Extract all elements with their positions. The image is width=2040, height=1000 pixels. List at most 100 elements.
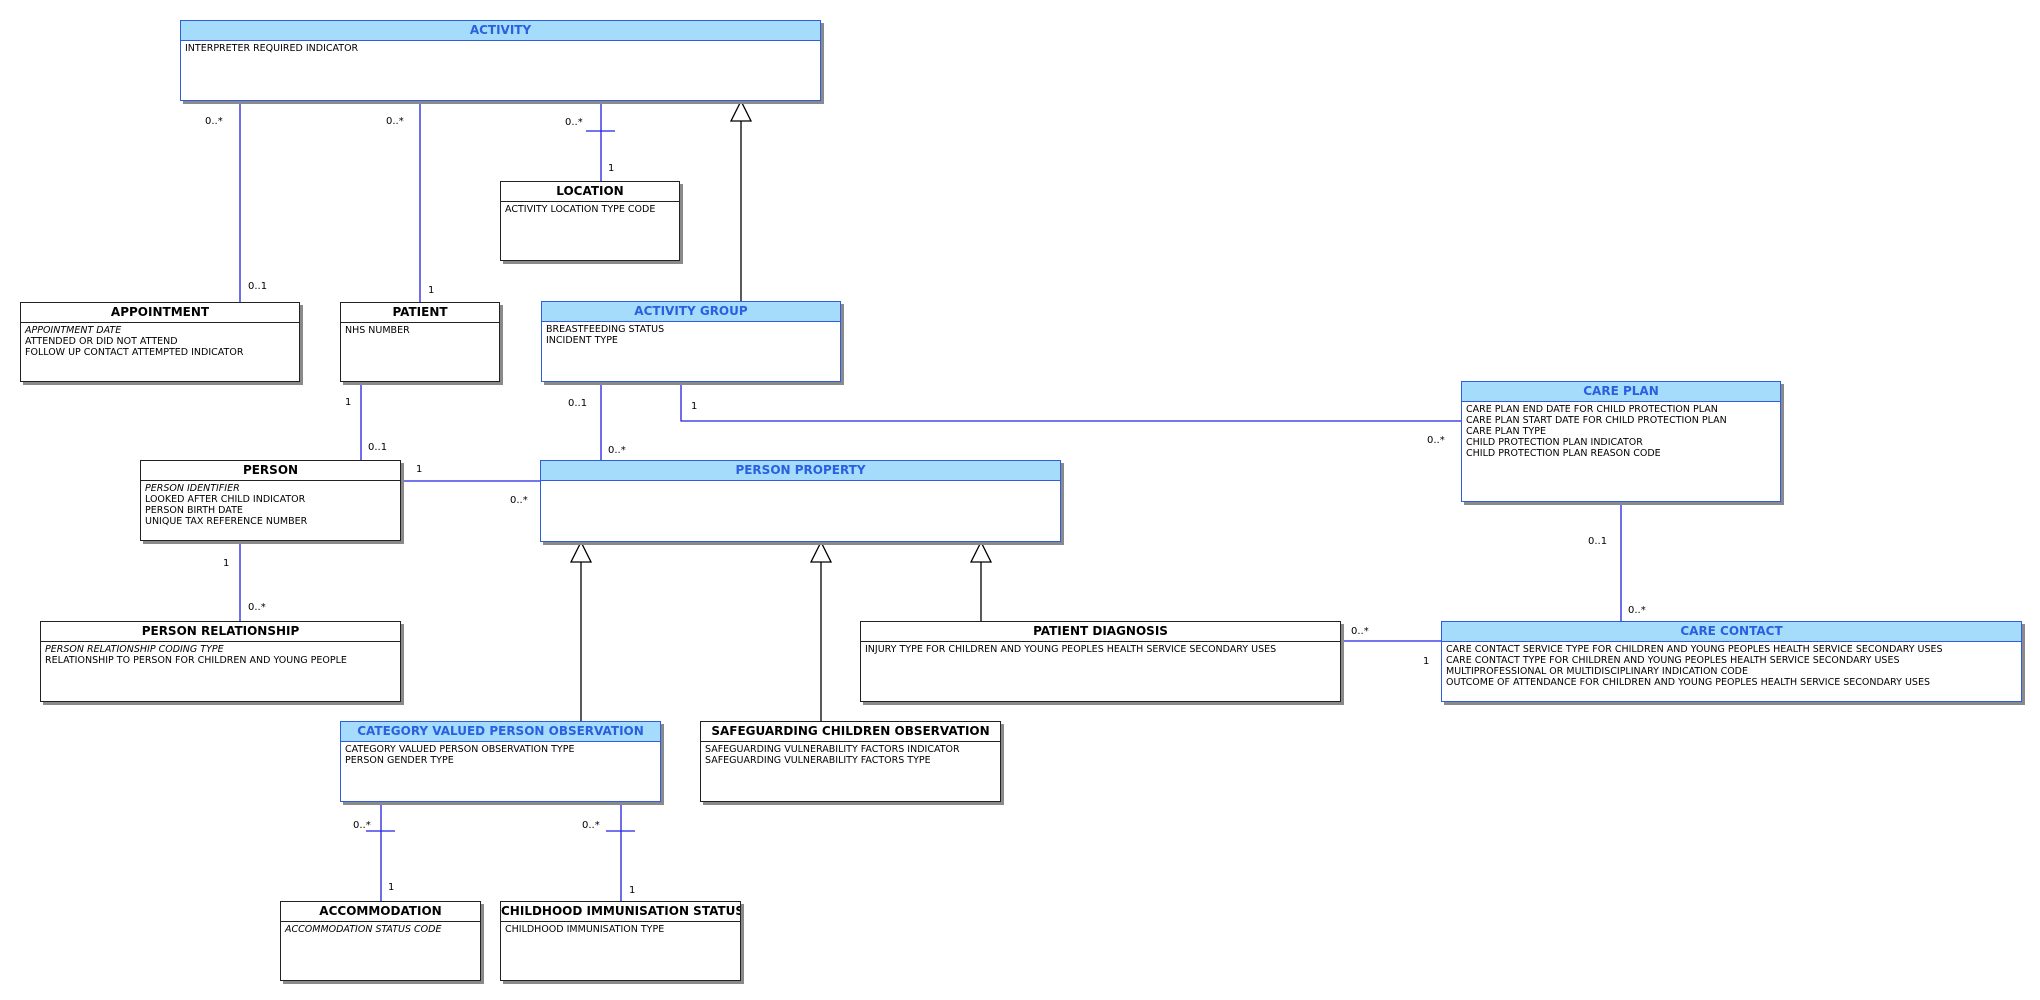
- attribute: CARE PLAN START DATE FOR CHILD PROTECTIO…: [1466, 415, 1727, 426]
- mult-person-property-left: 1: [416, 464, 423, 475]
- entity-activity[interactable]: ACTIVITY INTERPRETER REQUIRED INDICATOR: [180, 20, 821, 101]
- entity-title: CARE CONTACT: [1442, 622, 2021, 642]
- entity-patient-diagnosis[interactable]: PATIENT DIAGNOSIS INJURY TYPE FOR CHILDR…: [860, 621, 1341, 702]
- mult-group-careplan-right: 0..*: [1427, 435, 1445, 446]
- entity-title: CARE PLAN: [1462, 382, 1780, 402]
- entity-attributes: PERSON IDENTIFIER LOOKED AFTER CHILD IND…: [141, 481, 400, 527]
- entity-title: ACTIVITY GROUP: [542, 302, 840, 322]
- attribute: SAFEGUARDING VULNERABILITY FACTORS INDIC…: [705, 744, 960, 755]
- attribute: CARE PLAN TYPE: [1466, 426, 1546, 437]
- entity-attributes: CARE CONTACT SERVICE TYPE FOR CHILDREN A…: [1442, 642, 2021, 688]
- mult-activity-appointment-top: 0..*: [205, 116, 223, 127]
- attribute: LOOKED AFTER CHILD INDICATOR: [145, 494, 306, 505]
- entity-title: CATEGORY VALUED PERSON OBSERVATION: [341, 722, 660, 742]
- attribute: SAFEGUARDING VULNERABILITY FACTORS TYPE: [705, 755, 931, 766]
- entity-title: LOCATION: [501, 182, 679, 202]
- mult-activity-location-bottom: 1: [608, 163, 615, 174]
- attribute-key: APPOINTMENT DATE: [25, 325, 122, 336]
- entity-title: PERSON: [141, 461, 400, 481]
- entity-attributes: INJURY TYPE FOR CHILDREN AND YOUNG PEOPL…: [861, 642, 1340, 655]
- entity-title: PATIENT: [341, 303, 499, 323]
- entity-childhood-immunisation-status[interactable]: CHILDHOOD IMMUNISATION STATUS CHILDHOOD …: [500, 901, 741, 981]
- attribute: INJURY TYPE FOR CHILDREN AND YOUNG PEOPL…: [865, 644, 1277, 655]
- attribute-key: PERSON RELATIONSHIP CODING TYPE: [45, 644, 224, 655]
- entity-patient[interactable]: PATIENT NHS NUMBER: [340, 302, 500, 382]
- mult-activity-patient-top: 0..*: [386, 116, 404, 127]
- attribute: PERSON GENDER TYPE: [345, 755, 454, 766]
- entity-attributes: CATEGORY VALUED PERSON OBSERVATION TYPE …: [341, 742, 660, 766]
- attribute: RELATIONSHIP TO PERSON FOR CHILDREN AND …: [45, 655, 347, 666]
- generalization-arrow-property-3: [969, 540, 993, 563]
- attribute: PERSON BIRTH DATE: [145, 505, 243, 516]
- entity-attributes: [541, 481, 1060, 483]
- mult-careplan-contact-bottom: 0..*: [1628, 605, 1646, 616]
- mult-patient-person-top: 1: [345, 397, 352, 408]
- mult-category-immunisation-top: 0..*: [582, 820, 600, 831]
- attribute: MULTIPROFESSIONAL OR MULTIDISCIPLINARY I…: [1446, 666, 1748, 677]
- mult-careplan-contact-top: 0..1: [1588, 536, 1608, 547]
- mult-diagnosis-contact-left: 0..*: [1351, 626, 1369, 637]
- attribute: CHILD PROTECTION PLAN INDICATOR: [1466, 437, 1643, 448]
- entity-attributes: NHS NUMBER: [341, 323, 499, 336]
- entity-attributes: SAFEGUARDING VULNERABILITY FACTORS INDIC…: [701, 742, 1000, 766]
- entity-attributes: APPOINTMENT DATE ATTENDED OR DID NOT ATT…: [21, 323, 299, 358]
- mult-category-immunisation-bottom: 1: [629, 885, 636, 896]
- mult-category-accommodation-top: 0..*: [353, 820, 371, 831]
- entity-attributes: ACCOMMODATION STATUS CODE: [281, 922, 480, 935]
- generalization-arrow-property-1: [569, 540, 593, 563]
- entity-title: ACCOMMODATION: [281, 902, 480, 922]
- entity-title: PERSON RELATIONSHIP: [41, 622, 400, 642]
- mult-person-relationship-top: 1: [223, 558, 230, 569]
- mult-diagnosis-contact-right: 1: [1423, 656, 1430, 667]
- attribute: BREASTFEEDING STATUS: [546, 324, 665, 335]
- entity-activity-group[interactable]: ACTIVITY GROUP BREASTFEEDING STATUS INCI…: [541, 301, 841, 382]
- attribute: CHILDHOOD IMMUNISATION TYPE: [505, 924, 665, 935]
- attribute: CARE PLAN END DATE FOR CHILD PROTECTION …: [1466, 404, 1718, 415]
- entity-title: APPOINTMENT: [21, 303, 299, 323]
- attribute: FOLLOW UP CONTACT ATTEMPTED INDICATOR: [25, 347, 244, 358]
- entity-attributes: ACTIVITY LOCATION TYPE CODE: [501, 202, 679, 215]
- mult-person-property-right: 0..*: [510, 495, 528, 506]
- attribute: INTERPRETER REQUIRED INDICATOR: [185, 43, 359, 54]
- entity-attributes: CHILDHOOD IMMUNISATION TYPE: [501, 922, 740, 935]
- generalization-arrow-property-2: [809, 540, 833, 563]
- mult-activity-location-top: 0..*: [565, 117, 583, 128]
- entity-category-valued-person-observation[interactable]: CATEGORY VALUED PERSON OBSERVATION CATEG…: [340, 721, 661, 802]
- entity-care-contact[interactable]: CARE CONTACT CARE CONTACT SERVICE TYPE F…: [1441, 621, 2022, 702]
- mult-person-relationship-bottom: 0..*: [248, 602, 266, 613]
- entity-title: PERSON PROPERTY: [541, 461, 1060, 481]
- attribute: ACTIVITY LOCATION TYPE CODE: [505, 204, 656, 215]
- mult-category-accommodation-bottom: 1: [388, 882, 395, 893]
- association-group-careplan: [680, 382, 1461, 422]
- attribute: ATTENDED OR DID NOT ATTEND: [25, 336, 178, 347]
- mult-patient-person-bottom: 0..1: [368, 442, 388, 453]
- attribute: CHILD PROTECTION PLAN REASON CODE: [1466, 448, 1661, 459]
- entity-location[interactable]: LOCATION ACTIVITY LOCATION TYPE CODE: [500, 181, 680, 261]
- attribute-key: ACCOMMODATION STATUS CODE: [285, 924, 442, 935]
- entity-person[interactable]: PERSON PERSON IDENTIFIER LOOKED AFTER CH…: [140, 460, 401, 541]
- attribute: INCIDENT TYPE: [546, 335, 618, 346]
- entity-attributes: PERSON RELATIONSHIP CODING TYPE RELATION…: [41, 642, 400, 666]
- entity-attributes: CARE PLAN END DATE FOR CHILD PROTECTION …: [1462, 402, 1780, 459]
- attribute: CATEGORY VALUED PERSON OBSERVATION TYPE: [345, 744, 575, 755]
- entity-person-property[interactable]: PERSON PROPERTY: [540, 460, 1061, 542]
- attribute: CARE CONTACT TYPE FOR CHILDREN AND YOUNG…: [1446, 655, 1900, 666]
- entity-accommodation[interactable]: ACCOMMODATION ACCOMMODATION STATUS CODE: [280, 901, 481, 981]
- attribute: OUTCOME OF ATTENDANCE FOR CHILDREN AND Y…: [1446, 677, 1930, 688]
- attribute: CARE CONTACT SERVICE TYPE FOR CHILDREN A…: [1446, 644, 1943, 655]
- mult-group-property-top: 0..1: [568, 398, 588, 409]
- mult-activity-patient-bottom: 1: [428, 285, 435, 296]
- entity-person-relationship[interactable]: PERSON RELATIONSHIP PERSON RELATIONSHIP …: [40, 621, 401, 702]
- attribute: NHS NUMBER: [345, 325, 410, 336]
- entity-attributes: BREASTFEEDING STATUS INCIDENT TYPE: [542, 322, 840, 346]
- entity-title: SAFEGUARDING CHILDREN OBSERVATION: [701, 722, 1000, 742]
- attribute-key: PERSON IDENTIFIER: [145, 483, 240, 494]
- entity-care-plan[interactable]: CARE PLAN CARE PLAN END DATE FOR CHILD P…: [1461, 381, 1781, 502]
- generalization-arrow-activity: [729, 99, 753, 122]
- entity-safeguarding-children-observation[interactable]: SAFEGUARDING CHILDREN OBSERVATION SAFEGU…: [700, 721, 1001, 802]
- entity-appointment[interactable]: APPOINTMENT APPOINTMENT DATE ATTENDED OR…: [20, 302, 300, 382]
- attribute: UNIQUE TAX REFERENCE NUMBER: [145, 516, 308, 527]
- entity-title: PATIENT DIAGNOSIS: [861, 622, 1340, 642]
